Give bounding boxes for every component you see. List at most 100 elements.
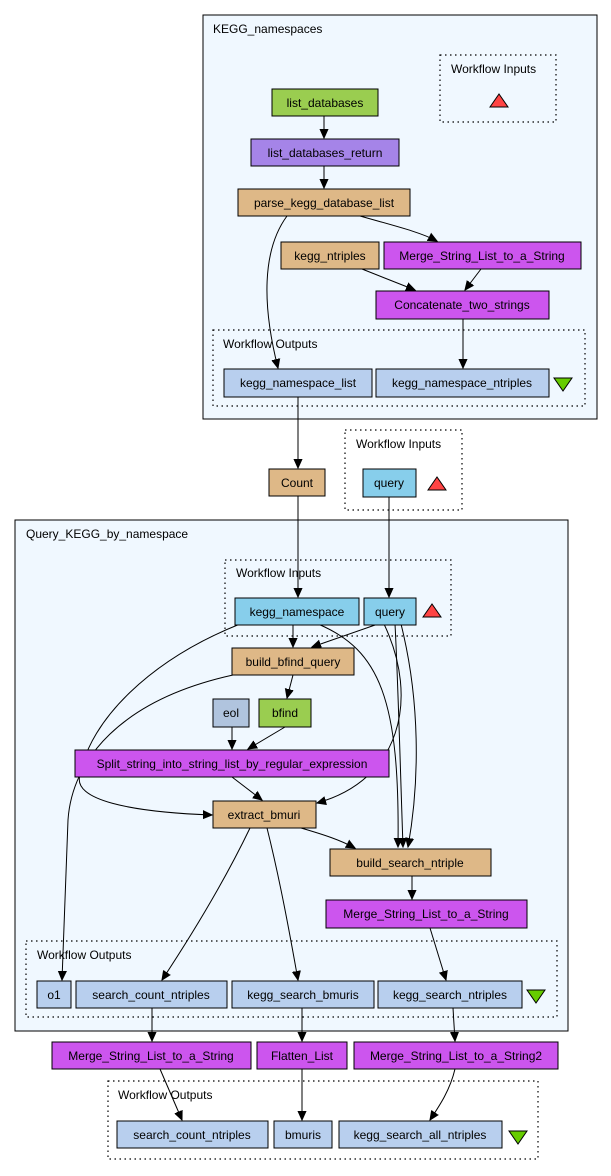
- node-label: Flatten_List: [271, 1049, 334, 1063]
- cluster-final-outputs-label: Workflow Outputs: [118, 1088, 212, 1102]
- node-label: query: [374, 476, 404, 490]
- node-kegg-search-ntriples[interactable]: kegg_search_ntriples: [377, 980, 523, 1009]
- node-label: kegg_search_all_ntriples: [354, 1128, 487, 1142]
- cluster-query-inputs: Workflow Inputs: [224, 559, 452, 637]
- edge: [317, 623, 398, 847]
- node-label: kegg_search_bmuris: [247, 988, 358, 1002]
- cluster-query-outputs-label: Workflow Outputs: [37, 948, 131, 962]
- node-bfind[interactable]: bfind: [258, 698, 312, 728]
- node-extract-bmuri[interactable]: extract_bmuri: [212, 800, 317, 829]
- node-kegg-search-bmuris[interactable]: kegg_search_bmuris: [231, 980, 375, 1009]
- cluster-kegg-ns-inputs: Workflow Inputs: [439, 54, 557, 123]
- node-kegg-namespace-ntriples[interactable]: kegg_namespace_ntriples: [375, 368, 550, 398]
- cluster-top-inputs: Workflow Inputs: [344, 429, 463, 511]
- node-label: kegg_search_ntriples: [393, 988, 507, 1002]
- edge: [361, 268, 415, 290]
- node-list-databases[interactable]: list_databases: [271, 88, 379, 117]
- node-flatten-list[interactable]: Flatten_List: [256, 1041, 348, 1070]
- cluster-query-inputs-label: Workflow Inputs: [236, 566, 321, 580]
- edge: [453, 1007, 455, 1041]
- node-o1[interactable]: o1: [36, 980, 72, 1009]
- cluster-top-inputs-label: Workflow Inputs: [356, 437, 441, 451]
- nodes: list_databases list_databases_return par…: [36, 88, 582, 1149]
- node-label: build_search_ntriple: [356, 856, 464, 870]
- edge: [359, 215, 437, 241]
- node-build-bfind-query[interactable]: build_bfind_query: [231, 647, 355, 676]
- cluster-kegg-ns-outputs: Workflow Outputs: [212, 329, 586, 407]
- node-search-count-ntriples-inner[interactable]: search_count_ntriples: [75, 980, 228, 1009]
- node-label: list_databases_return: [268, 146, 383, 160]
- input-port-triangle-icon: [422, 603, 442, 618]
- node-query-top[interactable]: query: [362, 468, 417, 498]
- node-label: list_databases: [287, 96, 364, 110]
- node-kegg-ntriples[interactable]: kegg_ntriples: [280, 241, 380, 270]
- edge: [231, 776, 262, 800]
- node-parse-kegg-database-list[interactable]: parse_kegg_database_list: [237, 188, 411, 217]
- node-label: kegg_namespace_ntriples: [392, 376, 532, 390]
- cluster-kegg-ns-inputs-label: Workflow Inputs: [451, 62, 536, 76]
- edge: [300, 827, 355, 848]
- input-port-triangle-icon: [489, 93, 509, 108]
- node-label: o1: [47, 988, 61, 1002]
- node-split-string[interactable]: Split_string_into_string_list_by_regular…: [74, 749, 390, 778]
- edge: [430, 1068, 456, 1120]
- node-kegg-search-all-ntriples[interactable]: kegg_search_all_ntriples: [338, 1120, 503, 1149]
- node-list-databases-return[interactable]: list_databases_return: [250, 138, 400, 167]
- node-bmuris[interactable]: bmuris: [273, 1120, 333, 1149]
- cluster-query-outputs: Workflow Outputs: [25, 940, 558, 1018]
- edge: [312, 623, 379, 647]
- node-merge-string-list-2[interactable]: Merge_String_List_to_a_String: [325, 899, 528, 929]
- output-port-triangle-icon: [508, 1130, 528, 1145]
- output-port-triangle-icon: [553, 377, 573, 392]
- edge: [287, 674, 293, 698]
- output-port-triangle-icon: [526, 989, 546, 1004]
- input-port-triangle-icon: [427, 476, 447, 491]
- edge: [266, 827, 298, 980]
- cluster-kegg-namespaces: KEGG_namespaces: [202, 14, 598, 420]
- node-query-inner[interactable]: query: [363, 597, 417, 626]
- node-label: Merge_String_List_to_a_String: [68, 1049, 233, 1063]
- cluster-kegg-namespaces-label: KEGG_namespaces: [213, 22, 322, 36]
- node-label: search_count_ntriples: [92, 988, 209, 1002]
- node-build-search-ntriple[interactable]: build_search_ntriple: [329, 848, 492, 877]
- node-merge-string-list-4[interactable]: Merge_String_List_to_a_String2: [353, 1041, 559, 1070]
- node-label: search_count_ntriples: [133, 1128, 250, 1142]
- cluster-kegg-ns-outputs-label: Workflow Outputs: [223, 337, 317, 351]
- node-label: Split_string_into_string_list_by_regular…: [97, 757, 368, 771]
- cluster-final-outputs: Workflow Outputs: [107, 1080, 539, 1160]
- cluster-query-kegg-by-namespace-label: Query_KEGG_by_namespace: [26, 527, 188, 541]
- edge: [465, 268, 482, 290]
- edge: [266, 215, 288, 368]
- node-label: Merge_String_List_to_a_String: [399, 249, 564, 263]
- node-label: eol: [223, 706, 239, 720]
- node-label: Count: [281, 476, 314, 490]
- edge: [62, 674, 234, 980]
- edge: [162, 827, 251, 980]
- node-label: bfind: [272, 706, 298, 720]
- node-label: query: [375, 605, 405, 619]
- node-merge-string-list-1[interactable]: Merge_String_List_to_a_String: [383, 241, 582, 270]
- edge: [159, 1068, 182, 1120]
- edge: [317, 623, 402, 803]
- node-label: build_bfind_query: [246, 655, 341, 669]
- node-merge-string-list-3[interactable]: Merge_String_List_to_a_String: [51, 1041, 252, 1070]
- edge: [429, 927, 446, 980]
- node-label: Concatenate_two_strings: [394, 298, 529, 312]
- edges: [62, 116, 482, 1120]
- node-label: kegg_ntriples: [294, 249, 365, 263]
- edge: [248, 726, 286, 749]
- node-label: Merge_String_List_to_a_String: [343, 907, 508, 921]
- node-label: parse_kegg_database_list: [254, 196, 395, 210]
- node-kegg-namespace[interactable]: kegg_namespace: [234, 597, 360, 626]
- node-eol[interactable]: eol: [212, 698, 250, 728]
- node-count[interactable]: Count: [268, 468, 326, 497]
- edge: [394, 623, 403, 847]
- node-label: kegg_namespace: [250, 605, 345, 619]
- node-search-count-ntriples-final[interactable]: search_count_ntriples: [116, 1120, 269, 1149]
- edge: [400, 623, 417, 847]
- node-label: Merge_String_List_to_a_String2: [370, 1049, 542, 1063]
- node-label: extract_bmuri: [228, 808, 301, 822]
- node-kegg-namespace-list[interactable]: kegg_namespace_list: [223, 368, 373, 398]
- node-concatenate-two-strings[interactable]: Concatenate_two_strings: [375, 290, 550, 320]
